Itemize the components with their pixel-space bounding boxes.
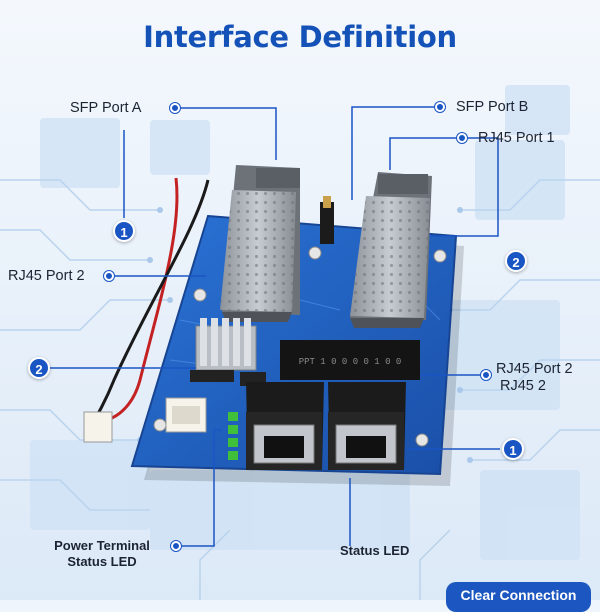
magnetics-chip: PPT 1 0 0 0 0 1 0 0 [280, 340, 420, 380]
badge-1-right: 1 [502, 438, 524, 460]
badge-2-right: 2 [505, 250, 527, 272]
badge-2-left: 2 [28, 357, 50, 379]
sfp-cage-b [350, 172, 432, 328]
label-power-terminal-line: Power Terminal [54, 538, 150, 553]
dot-power-terminal [171, 541, 181, 551]
dot-rj45-port-2-left [104, 271, 114, 281]
label-sfp-port-b: SFP Port B [456, 99, 529, 115]
label-status-led-bottom: Status LED [340, 543, 410, 558]
page-title: Interface Definition [143, 20, 457, 54]
dot-rj45-port-1 [457, 133, 467, 143]
dot-rj45-port-2-right [481, 370, 491, 380]
rj45-jack-left [246, 382, 324, 470]
label-status-led-left: Status LED [67, 554, 137, 569]
dot-sfp-port-a [170, 103, 180, 113]
sfp-cage-a [220, 165, 300, 322]
dot-sfp-port-b [435, 102, 445, 112]
clear-connection-button[interactable]: Clear Connection [446, 582, 591, 612]
status-leds [228, 412, 238, 460]
label-rj45-port-1: RJ45 Port 1 [478, 130, 555, 146]
badge-1-left: 1 [113, 220, 135, 242]
rj45-jack-right [328, 382, 406, 470]
label-sfp-port-a: SFP Port A [70, 100, 142, 116]
svg-text:PPT 1 0 0 0 0 1 0 0: PPT 1 0 0 0 0 1 0 0 [299, 357, 402, 367]
label-rj45-2-sub: RJ45 2 [500, 378, 546, 394]
label-rj45-port-2-right: RJ45 Port 2 [496, 361, 573, 377]
heatsink [195, 318, 257, 371]
label-rj45-port-2-left: RJ45 Port 2 [8, 268, 85, 284]
label-power-terminal: Power Terminal Status LED [42, 538, 162, 570]
